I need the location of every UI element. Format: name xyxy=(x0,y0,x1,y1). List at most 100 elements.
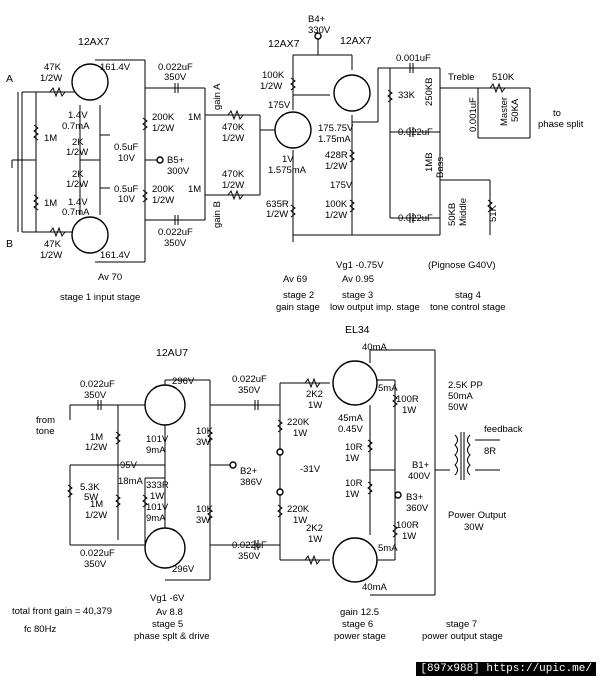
bass-label: Bass xyxy=(435,157,446,178)
c022-ob-val: 0.022uF xyxy=(232,540,267,551)
tube-el34-b xyxy=(332,537,378,583)
r100k-b-w: 1/2W xyxy=(325,210,347,221)
middle-label: Middle xyxy=(458,198,469,226)
c001-top: 0.001uF xyxy=(396,53,431,64)
v175-a: 175V xyxy=(268,100,291,111)
c022-top-val: 0.022uF xyxy=(158,62,193,73)
c022-oa-v: 350V xyxy=(238,385,261,396)
ma18: 18mA xyxy=(118,476,143,487)
tube-12ax7-cathode-follower xyxy=(333,74,371,112)
c05-top-val: 0.5uF xyxy=(114,142,138,153)
r47k-bot-w: 1/2W xyxy=(40,250,62,261)
gain-a-label: gain A xyxy=(212,83,223,110)
bias-1v: 1V xyxy=(282,154,294,165)
c022-gnd-v: 350V xyxy=(84,559,107,570)
v95: 95V xyxy=(120,460,138,471)
r100k-a-w: 1/2W xyxy=(260,81,282,92)
power-output-w: 30W xyxy=(464,522,484,533)
bias-1575: 1.575mA xyxy=(268,165,307,176)
treble-label: Treble xyxy=(448,72,475,83)
vg1-top: Vg1 -0.75V xyxy=(336,260,384,271)
r10k-a-val: 10K xyxy=(196,426,214,437)
c022-bot-v: 350V xyxy=(164,238,187,249)
b2-node xyxy=(229,461,237,469)
v101-b: 101V xyxy=(146,502,169,513)
ma45: 45mA xyxy=(338,413,363,424)
r10k-b-w: 3W xyxy=(196,515,210,526)
r510k: 510K xyxy=(492,72,515,83)
ma5-top: 5mA xyxy=(378,383,398,394)
c022-in-val: 0.022uF xyxy=(80,379,115,390)
b5-label: B5+ xyxy=(167,155,185,166)
tube-label-12ax7-b: 12AX7 xyxy=(268,38,300,50)
r2k2-a-val: 2K2 xyxy=(306,389,323,400)
v175-75: 175.75V xyxy=(318,123,354,134)
bias-top-v: 1.4V xyxy=(68,110,88,121)
r2k-top-w: 1/2W xyxy=(66,147,88,158)
tone-label: tone xyxy=(36,426,55,437)
c022-ob-v: 350V xyxy=(238,551,261,562)
total-gain: total front gain = 40,379 xyxy=(12,606,112,617)
pot-1m-b: 1M xyxy=(188,184,201,195)
stage6: stage 6 xyxy=(342,619,373,630)
r635-w: 1/2W xyxy=(266,209,288,220)
r51k: 51K xyxy=(488,204,499,222)
r200k-bot-w: 1/2W xyxy=(152,195,174,206)
pignose: (Pignose G40V) xyxy=(428,260,496,271)
power-output-label: Power Output xyxy=(448,510,506,521)
tube-label-12ax7-a: 12AX7 xyxy=(78,36,110,48)
b5-volt: 300V xyxy=(167,166,190,177)
bias-top-ma: 0.7mA xyxy=(62,121,90,132)
r2k2-b-val: 2K2 xyxy=(306,523,323,534)
vg1-bottom: Vg1 -6V xyxy=(150,593,185,604)
r635-val: 635R xyxy=(266,199,289,210)
r220k-b-val: 220K xyxy=(287,504,310,515)
c022-gnd-val: 0.022uF xyxy=(80,548,115,559)
bottom-capacitors xyxy=(97,400,259,550)
b3-node xyxy=(394,491,402,499)
xfmr-ma: 50mA xyxy=(448,391,473,402)
b1-label: B1+ xyxy=(412,460,430,471)
bottom-resistors xyxy=(67,377,398,566)
ma9-a: 9mA xyxy=(146,445,166,456)
r1m-a-val: 1M xyxy=(90,432,103,443)
r10r-b-val: 10R xyxy=(345,478,363,489)
r8r: 8R xyxy=(484,446,496,457)
r333-w: 1W xyxy=(150,491,164,502)
bass-val: 1MB xyxy=(424,152,435,172)
r428-w: 1/2W xyxy=(325,161,347,172)
r220k-a-w: 1W xyxy=(293,428,307,439)
tube-12ax7-gain xyxy=(274,111,312,149)
r33k: 33K xyxy=(398,90,416,101)
c022-in-v: 350V xyxy=(84,390,107,401)
r10r-a-w: 1W xyxy=(345,453,359,464)
low-output-stage: low output imp. stage xyxy=(330,302,420,313)
master-val: 50KA xyxy=(510,98,521,122)
r470k-a-w: 1/2W xyxy=(222,133,244,144)
input-b-label: B xyxy=(6,238,13,250)
v296-top: 296V xyxy=(172,376,195,387)
tube-label-el34: EL34 xyxy=(345,324,370,336)
v-161-top: 161.4V xyxy=(100,62,131,73)
av88: Av 8.8 xyxy=(156,607,183,618)
v-161-bot: 161.4V xyxy=(100,250,131,261)
output-transformer xyxy=(454,432,471,480)
r1m-left-1: 1M xyxy=(44,133,57,144)
av095: Av 0.95 xyxy=(342,274,374,285)
b1-volt: 400V xyxy=(408,471,431,482)
r10r-a-val: 10R xyxy=(345,442,363,453)
r53k-val: 5.3K xyxy=(80,482,100,493)
r100r-a-w: 1W xyxy=(402,405,416,416)
r1m-a-w: 1/2W xyxy=(85,442,107,453)
r100r-a-val: 100R xyxy=(396,394,419,405)
tube-12ax7-input-a xyxy=(71,63,109,101)
neg31: -31V xyxy=(300,464,321,475)
v101-a: 101V xyxy=(146,434,169,445)
r47k-bot-val: 47K xyxy=(44,239,62,250)
power-output-stage: power output stage xyxy=(422,631,503,642)
c05-top-v: 10V xyxy=(118,153,136,164)
r200k-bot-val: 200K xyxy=(152,184,175,195)
gain-stage: gain stage xyxy=(276,302,320,313)
r47k-top-w: 1/2W xyxy=(40,73,62,84)
top-resistors xyxy=(33,77,506,238)
